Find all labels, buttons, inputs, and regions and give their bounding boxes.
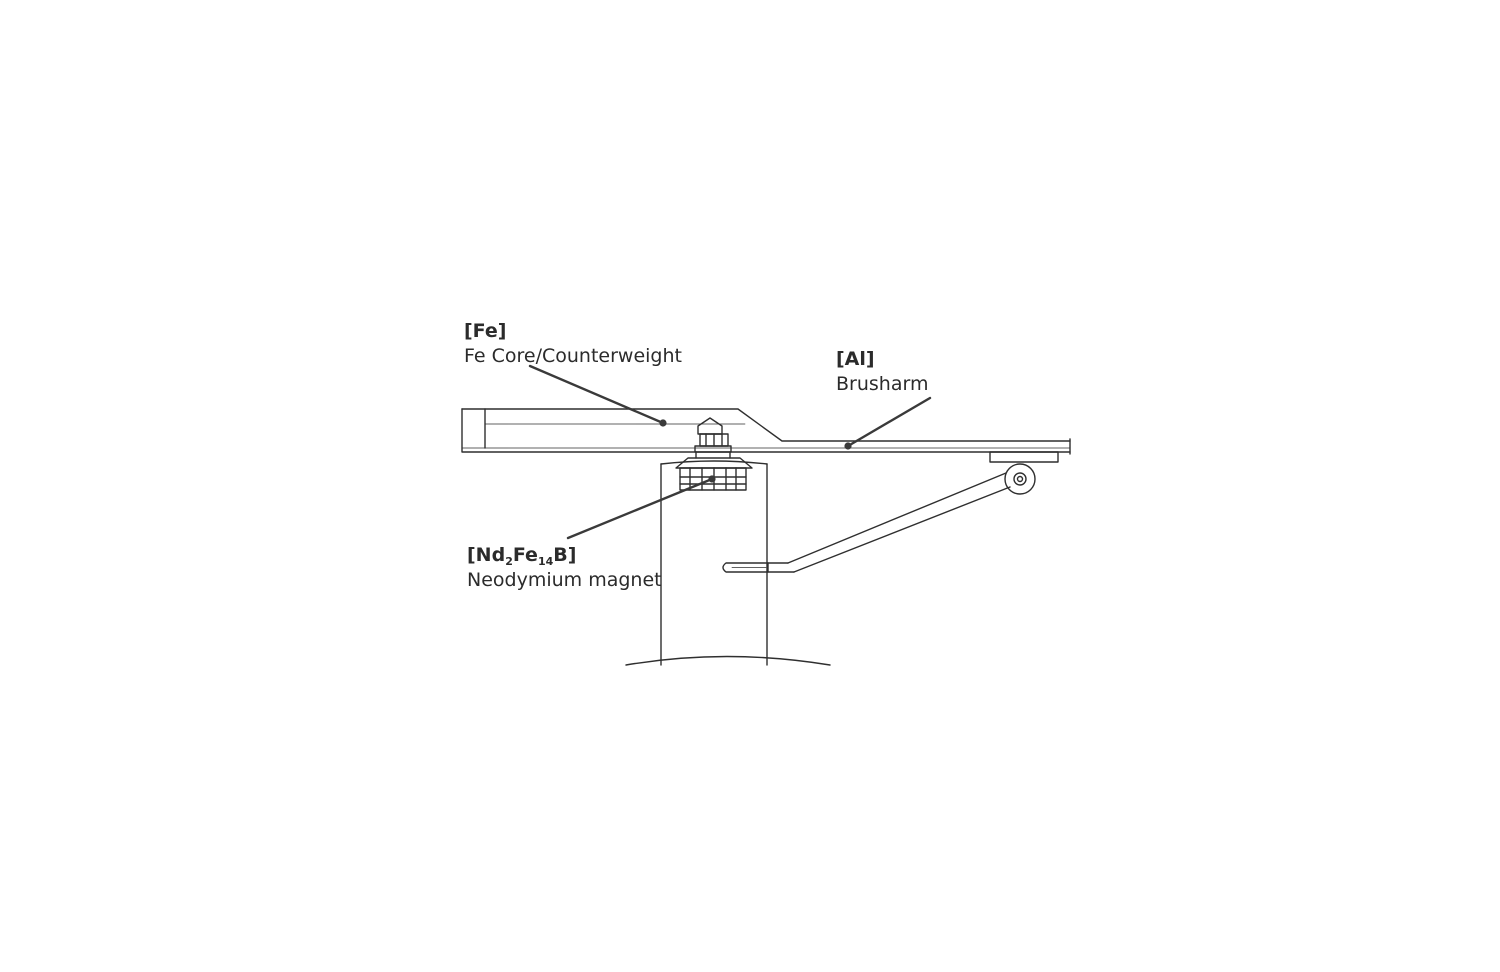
- fe-counterweight-label: [Fe] Fe Core/Counterweight: [464, 319, 682, 369]
- al-formula: [Al]: [836, 348, 875, 370]
- al-leader-line: [846, 396, 932, 448]
- magnet-leader-dot: [708, 475, 716, 483]
- magnet-leader-line: [566, 477, 714, 540]
- brush-mount-block: [989, 451, 1059, 463]
- fe-description: Fe Core/Counterweight: [464, 345, 682, 367]
- pivot-nut: [694, 417, 732, 453]
- fe-formula: [Fe]: [464, 320, 507, 342]
- counterweight-body: [461, 408, 1071, 455]
- al-brusharm-label: [Al] Brusharm: [836, 347, 928, 397]
- magnet-assembly: [675, 451, 753, 491]
- fe-leader-line: [528, 364, 665, 425]
- pivot-column: [625, 460, 831, 666]
- al-description: Brusharm: [836, 373, 929, 395]
- al-leader-dot: [844, 442, 852, 450]
- fe-leader-dot: [659, 419, 667, 427]
- magnet-description: Neodymium magnet: [467, 569, 662, 591]
- lift-rod: [722, 472, 1011, 573]
- hinge-wheel: [1004, 463, 1036, 495]
- neodymium-magnet-label: [Nd2Fe14B] Neodymium magnet: [467, 543, 662, 593]
- magnet-formula: [Nd2Fe14B]: [467, 544, 577, 568]
